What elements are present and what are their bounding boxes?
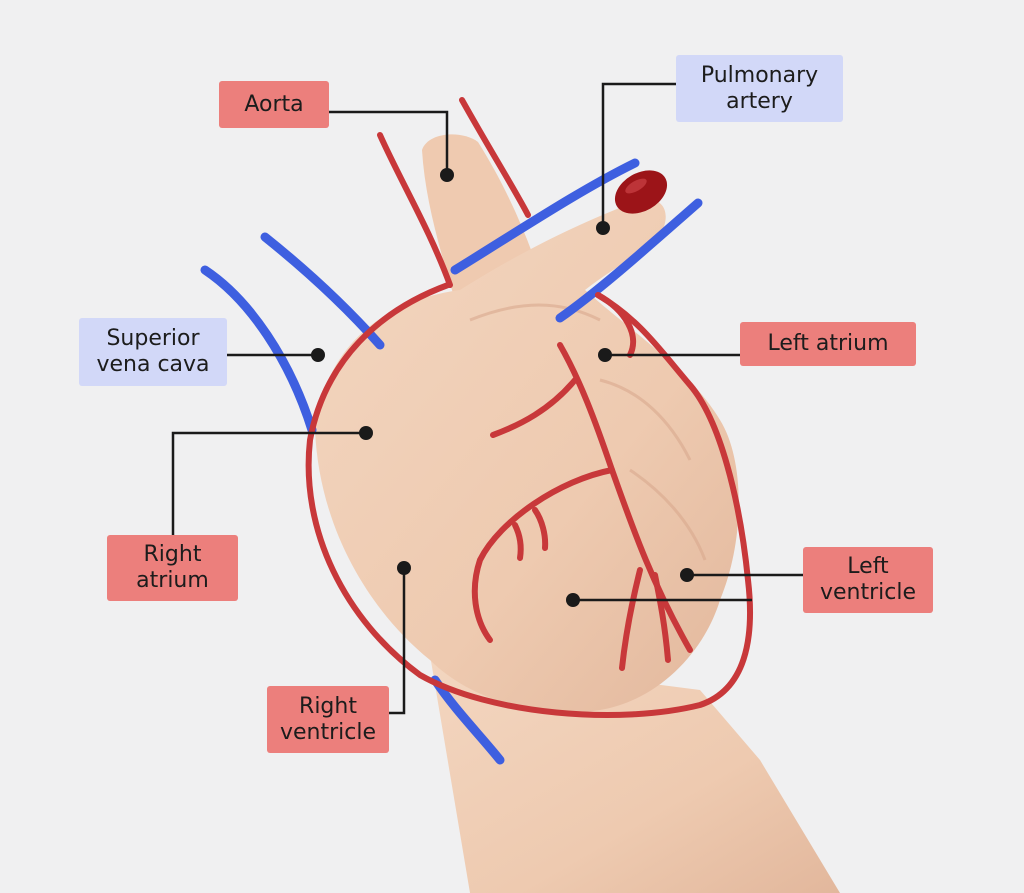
pulmonary-artery-vessel xyxy=(555,198,703,323)
pointer-dot-superior-vena-cava xyxy=(311,348,325,362)
hand-fist xyxy=(315,199,739,713)
forearm xyxy=(430,655,840,893)
fingernail-highlight xyxy=(625,178,647,194)
pointer-dot-right-atrium xyxy=(359,426,373,440)
pulmonary-artery-vessel xyxy=(450,158,640,275)
left-atrium-outline xyxy=(595,292,637,358)
superior-vena-cava-vessel xyxy=(200,265,317,435)
pointer-dot-left-atrium xyxy=(598,348,612,362)
coronary-artery xyxy=(490,377,578,438)
coronary-artery xyxy=(652,572,671,663)
label-aorta-text: Aorta xyxy=(244,91,304,117)
label-left-atrium-text: Left atrium xyxy=(767,331,889,356)
label-left-ventricle: Left ventricle xyxy=(803,547,933,613)
coronary-artery xyxy=(532,507,549,551)
pointer-dot-right-ventricle xyxy=(397,561,411,575)
label-left-ventricle-text: Left ventricle xyxy=(819,554,917,605)
pointer-dot-left-ventricle xyxy=(680,568,694,582)
pointer-dot-left-ventricle-2 xyxy=(566,593,580,607)
coronary-artery xyxy=(619,567,643,671)
leader-line-pulmonary-artery xyxy=(601,82,676,228)
pointer-dot-aorta xyxy=(440,168,454,182)
superior-vena-cava-vessel xyxy=(260,232,385,350)
coronary-artery xyxy=(471,467,615,643)
aorta-vessel xyxy=(459,97,531,218)
inferior-vessel xyxy=(430,675,505,765)
label-right-atrium: Right atrium xyxy=(107,535,238,601)
fingernail xyxy=(614,170,668,214)
label-superior-vena-cava: Superior vena cava xyxy=(79,318,227,386)
label-superior-vena-cava-text: Superior vena cava xyxy=(96,326,210,377)
heart-outline xyxy=(305,282,753,718)
label-right-atrium-text: Right atrium xyxy=(136,542,209,593)
label-pulmonary-artery: Pulmonary artery xyxy=(676,55,843,122)
label-right-ventricle-text: Right ventricle xyxy=(279,693,377,745)
finger-crease xyxy=(629,468,707,561)
leader-line-aorta xyxy=(328,110,449,175)
pointer-dot-pulmonary-artery xyxy=(596,221,610,235)
finger-crease xyxy=(599,378,692,461)
finger-crease xyxy=(469,303,601,322)
label-aorta: Aorta xyxy=(219,81,329,128)
leader-line-right-atrium xyxy=(171,431,366,535)
label-pulmonary-artery-text: Pulmonary artery xyxy=(700,62,819,114)
aorta-vessel xyxy=(377,132,453,288)
coronary-artery xyxy=(512,522,524,561)
leader-line-right-ventricle xyxy=(389,568,406,715)
label-right-ventricle: Right ventricle xyxy=(267,686,389,753)
label-left-atrium: Left atrium xyxy=(740,322,916,366)
